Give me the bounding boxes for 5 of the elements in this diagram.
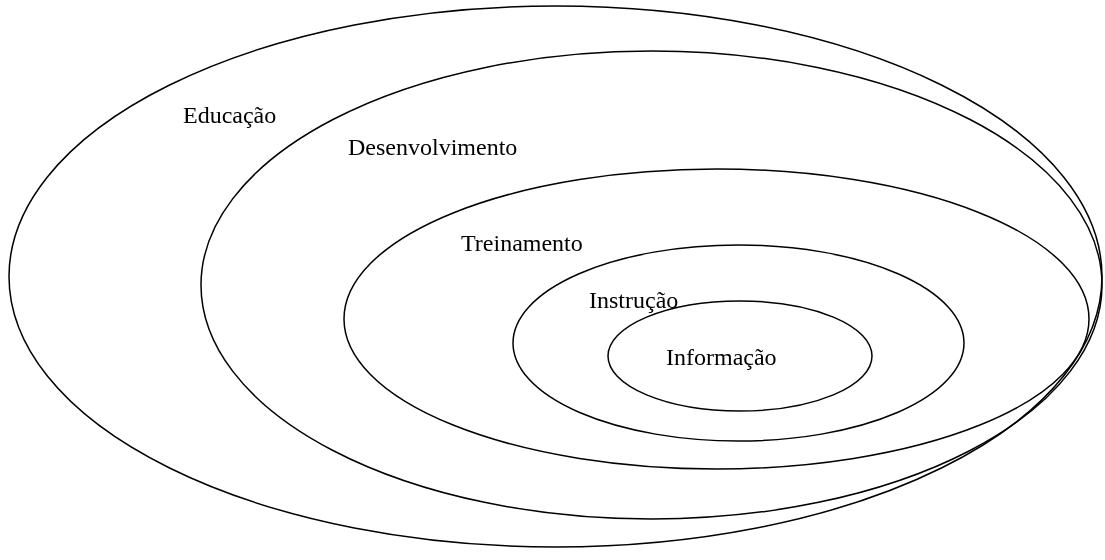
- level-label: Educação: [183, 101, 277, 129]
- level-label: Informação: [666, 343, 777, 371]
- level-label: Instrução: [589, 286, 679, 314]
- level-label: Treinamento: [461, 229, 583, 257]
- level-label: Desenvolvimento: [348, 133, 518, 161]
